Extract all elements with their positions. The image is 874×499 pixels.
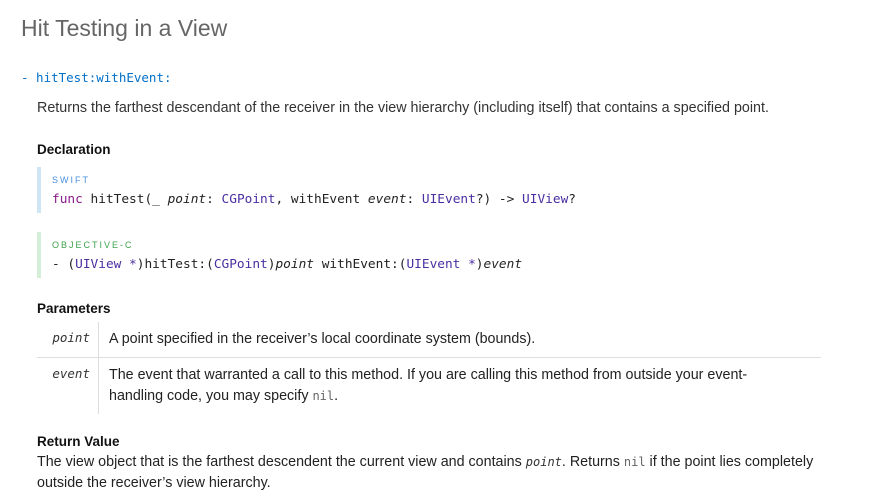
parameter-name: event xyxy=(37,358,99,414)
return-value-text: The view object that is the farthest des… xyxy=(37,452,837,494)
inline-code: point xyxy=(525,455,562,469)
objc-label: OBJECTIVE-C xyxy=(52,240,134,250)
keyword-token: func xyxy=(52,192,83,207)
type-token[interactable]: UIEvent * xyxy=(406,257,476,272)
parameters-table: point A point specified in the receiver’… xyxy=(37,322,821,414)
page-title: Hit Testing in a View xyxy=(21,15,228,41)
param-token: event xyxy=(483,257,523,272)
parameter-description: The event that warranted a call to this … xyxy=(99,358,809,414)
code-token: - ( xyxy=(52,257,76,272)
type-token[interactable]: CGPoint xyxy=(221,192,276,207)
type-token[interactable]: UIView * xyxy=(75,257,137,272)
parameter-row: event The event that warranted a call to… xyxy=(37,358,821,414)
text: The view object that is the farthest des… xyxy=(37,454,526,470)
swift-label: SWIFT xyxy=(52,175,90,185)
desc-text: The event that warranted a call to this … xyxy=(109,367,748,404)
method-link[interactable]: - hitTest:withEvent: xyxy=(21,70,172,85)
parameter-description: A point specified in the receiver’s loca… xyxy=(109,331,536,347)
param-token: point xyxy=(167,192,207,207)
code-token: : xyxy=(206,192,222,207)
objc-code: - (UIView *)hitTest:(CGPoint)point withE… xyxy=(52,257,522,272)
code-token: )hitTest:( xyxy=(136,257,214,272)
desc-tail: . xyxy=(334,388,339,404)
declaration-heading: Declaration xyxy=(37,142,111,157)
text: if the point lies completely outside the… xyxy=(37,454,814,491)
return-value-heading: Return Value xyxy=(37,434,120,449)
code-token: ?) -> xyxy=(475,192,523,207)
method-description: Returns the farthest descendant of the r… xyxy=(37,100,769,116)
parameters-heading: Parameters xyxy=(37,301,111,316)
objc-declaration: OBJECTIVE-C - (UIView *)hitTest:(CGPoint… xyxy=(37,232,641,278)
parameter-row: point A point specified in the receiver’… xyxy=(37,322,821,358)
inline-code: nil xyxy=(623,455,646,469)
param-token: event xyxy=(367,192,407,207)
text: . Returns xyxy=(561,454,624,470)
code-token: withEvent:( xyxy=(314,257,407,272)
parameter-name: point xyxy=(37,322,99,357)
code-token: ? xyxy=(568,192,576,207)
type-token[interactable]: UIView xyxy=(522,192,569,207)
swift-declaration: SWIFT func hitTest(_ point: CGPoint, wit… xyxy=(37,167,641,213)
inline-code: nil xyxy=(312,389,335,403)
type-token[interactable]: UIEvent xyxy=(421,192,476,207)
param-token: point xyxy=(275,257,314,272)
code-token: : xyxy=(406,192,422,207)
code-token: , withEvent xyxy=(275,192,368,207)
type-token[interactable]: CGPoint xyxy=(213,257,268,272)
swift-code: func hitTest(_ point: CGPoint, withEvent… xyxy=(52,192,576,207)
code-token: ) xyxy=(475,257,484,272)
code-token: ) xyxy=(267,257,276,272)
code-token: hitTest(_ xyxy=(82,192,168,207)
